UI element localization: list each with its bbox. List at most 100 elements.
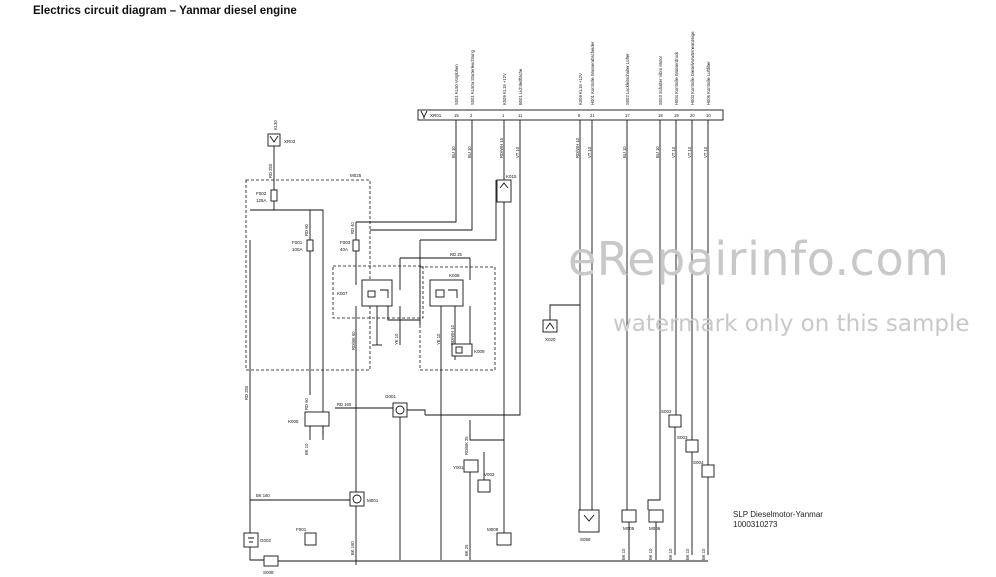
m025-label: M025 xyxy=(350,173,362,178)
xr01-signal-label: S001 KL50 Vorglühen xyxy=(454,64,459,105)
connector-name: XR01 xyxy=(430,113,442,118)
xr01-pin: 17 xyxy=(625,113,630,118)
g002-battery xyxy=(243,532,259,548)
kl30-label: KL30 xyxy=(273,120,278,130)
reference-line-1: SLP Dieselmotor-Yanmar xyxy=(733,510,823,519)
k007-relay xyxy=(361,279,393,307)
xr01-pin: 9 xyxy=(578,113,581,118)
xr01-signal-label: S002 Lackleitschalter Lüfter xyxy=(625,53,630,105)
s008-switch xyxy=(263,555,279,567)
reference-line-2: 1000310273 xyxy=(733,520,778,529)
f001-label: F001 xyxy=(292,240,303,245)
xr01-signal-label: K009 KL15 +12V xyxy=(578,73,583,105)
xr01-wire-code: VT 10 xyxy=(687,146,692,158)
k005-label: K005 xyxy=(288,419,299,424)
wire-bk25: BK 25 xyxy=(464,544,469,556)
wire-rdbk25: RD/BK 25 xyxy=(464,436,469,455)
xr01-wire-code: VT 10 xyxy=(703,146,708,158)
wire-ye10-a: YE 10 xyxy=(394,333,399,345)
xr01-pin: 19 xyxy=(674,113,679,118)
k005-relay xyxy=(304,411,330,427)
m025-box xyxy=(245,179,371,371)
xr01-wire-code: VT 10 xyxy=(671,146,676,158)
f002-rating: 125A xyxy=(256,198,267,203)
xr01-wire-code: RD/WH 10 xyxy=(575,137,580,158)
x020-label: X020 xyxy=(545,337,556,342)
wire-rd60-b: RD 60 xyxy=(304,397,309,410)
xr01-pin: 20 xyxy=(690,113,695,118)
s003-switch xyxy=(685,439,699,453)
k008-relay xyxy=(429,279,464,307)
wire-rd60-a: RD 60 xyxy=(304,223,309,236)
xr01-wire-code: BU 10 xyxy=(467,146,472,158)
wire-rd25: RD 25 xyxy=(450,252,463,257)
xr03-label: XR03 xyxy=(284,139,296,144)
s002-switch xyxy=(668,414,682,428)
m001-label: M001 xyxy=(367,498,379,503)
f003-label: F003 xyxy=(340,240,351,245)
m006-motor xyxy=(648,509,664,523)
wire-bk10-m: BK 10 xyxy=(685,548,690,560)
m001-starter xyxy=(349,491,365,507)
wire-rd40: RD 40 xyxy=(350,221,355,234)
xr01-pin: 1 xyxy=(502,113,505,118)
k015-label: K015 xyxy=(506,174,517,179)
f001-lower xyxy=(304,532,317,546)
k007-label: K007 xyxy=(337,291,348,296)
wire-bk10-p: BK 10 xyxy=(648,548,653,560)
xr01-signal-label: B001 Lichtleitfläche xyxy=(518,68,523,105)
k008-label: K008 xyxy=(449,273,460,278)
watermark-main: eRepairinfo.com xyxy=(568,232,950,286)
xr01-pin: 11 xyxy=(518,113,523,118)
g001-alternator xyxy=(392,402,408,418)
xr01-pin: 15 xyxy=(454,113,459,118)
f001-fuse xyxy=(306,239,314,252)
xr01-wire-code: BU 10 xyxy=(655,146,660,158)
k009-label: K009 xyxy=(474,349,485,354)
xr03-terminal: KL30 XR03 xyxy=(267,120,296,147)
xr01-pin: 18 xyxy=(658,113,663,118)
wire-bk160: BK 160 xyxy=(256,493,270,498)
wire-bk10-o: BK 10 xyxy=(621,548,626,560)
s008-label: S008 xyxy=(263,570,274,575)
f002-fuse xyxy=(270,189,278,202)
wire-rd250-top: RD 250 xyxy=(268,163,273,178)
y001-solenoid xyxy=(463,459,479,473)
wire-rd250-left: RD 250 xyxy=(244,385,249,400)
s004-label: S004 xyxy=(693,460,704,465)
s002-label: S002 xyxy=(661,409,672,414)
s003-label: S003 xyxy=(677,435,688,440)
wire-rdwh10: RD/WH 10 xyxy=(450,324,455,345)
xr01-signal-label: H001 Kontrolle Wasserabscheider xyxy=(590,41,595,105)
m006-label: M006 xyxy=(649,526,661,531)
m009-motor xyxy=(496,532,512,546)
wire-bk10-s: BK 10 xyxy=(668,548,673,560)
watermark-sub: watermark only on this sample xyxy=(613,311,970,337)
xr01-pin: 21 xyxy=(590,113,595,118)
xr01-wire-code: VT 10 xyxy=(587,146,592,158)
s058-label: S058 xyxy=(580,537,591,542)
wire-rd160: RD 160 xyxy=(337,402,352,407)
f002-label: F002 xyxy=(256,191,267,196)
xr01-wire-code: BU 10 xyxy=(622,146,627,158)
wire-rdbk60: RD/BK 60 xyxy=(351,331,356,350)
v002-diode xyxy=(477,479,491,493)
f003-rating: 40A xyxy=(340,247,348,252)
xr01-wire-code: VT 10 xyxy=(515,146,520,158)
xr01-signal-label: H006 Kontrolle Luftfilter xyxy=(706,61,711,105)
f001b-label: F001 xyxy=(296,527,307,532)
wire-bk10: BK 10 xyxy=(304,443,309,455)
xr01-wire-code: RD/WH 15 xyxy=(499,137,504,158)
xr01-signal-label: H004 Kontrolle Wasserdruck xyxy=(674,51,679,105)
s004-switch xyxy=(701,464,715,478)
xr01-pin: 10 xyxy=(706,113,711,118)
wire-ye10-b: YE 10 xyxy=(436,333,441,345)
x020-connector xyxy=(542,319,558,333)
g002-label: G002 xyxy=(260,538,272,543)
xr01-wire-code: BU 10 xyxy=(451,146,456,158)
v002-label: V002 xyxy=(484,472,495,477)
xr01-signal-label: S001 KL50a Starterleuchtung xyxy=(470,49,475,105)
